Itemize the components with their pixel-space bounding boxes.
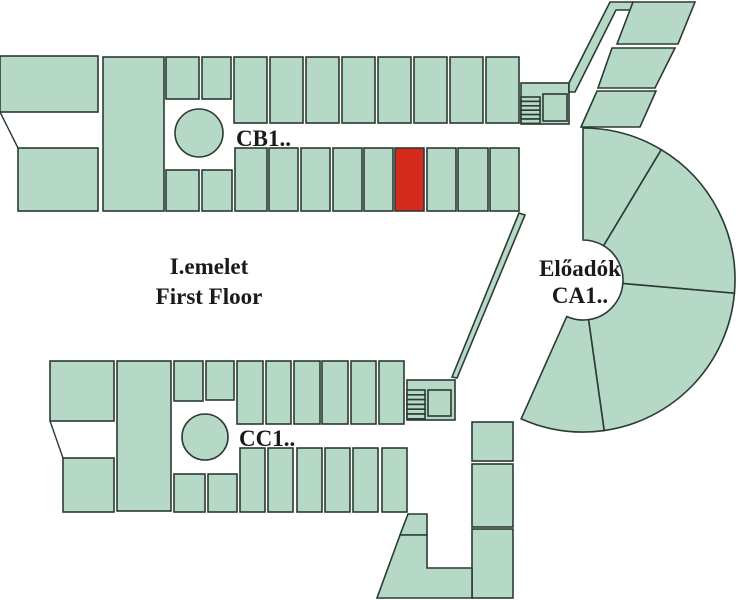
cb-bottom-8[interactable]	[457, 147, 489, 212]
stair-step[interactable]	[406, 413, 426, 420]
cb-bottom-7[interactable]	[426, 147, 457, 212]
cc-room-small-2[interactable]	[205, 360, 235, 401]
cb-top-6[interactable]	[413, 56, 448, 124]
cb-corridor-north[interactable]	[568, 1, 634, 93]
cc-bottom-6[interactable]	[381, 447, 408, 513]
cc-top-5[interactable]	[350, 360, 377, 425]
cc-bottom-2[interactable]	[267, 447, 294, 513]
cc-room-small-1[interactable]	[173, 360, 204, 402]
floor-name-english: First Floor	[156, 284, 263, 309]
cb-top-7[interactable]	[449, 56, 484, 124]
cb-bottom-5[interactable]	[363, 147, 394, 212]
cb-room-small-3[interactable]	[165, 169, 200, 212]
floor-name-hungarian: I.emelet	[170, 254, 249, 279]
wing-label-cb1: CB1..	[236, 126, 291, 151]
se-room-small[interactable]	[398, 513, 428, 536]
cc-bottom-4[interactable]	[324, 447, 351, 513]
wing-label-cc1: CC1..	[239, 426, 295, 451]
wing-label-ca1: CA1..	[552, 283, 608, 308]
se-room-2[interactable]	[471, 463, 514, 528]
ca-lecture-hall-4[interactable]	[520, 315, 606, 433]
cb-room-west-bottom[interactable]	[17, 147, 99, 212]
cc-top-1[interactable]	[236, 360, 264, 425]
cb-room-west-top[interactable]	[0, 55, 99, 113]
ca-north-room-2[interactable]	[596, 47, 677, 89]
cb-west-wall	[0, 111, 19, 149]
cb-bottom-9[interactable]	[489, 147, 520, 212]
cb-room-hall[interactable]	[102, 56, 165, 212]
ca-lecture-hall-2[interactable]	[602, 148, 736, 295]
cb-room-small-4[interactable]	[201, 169, 233, 212]
cc-bottom-3[interactable]	[296, 447, 323, 513]
cb-room-small-1[interactable]	[165, 56, 200, 100]
cc-bottom-5[interactable]	[352, 447, 379, 513]
cb-atrium-circle[interactable]	[174, 108, 224, 158]
ca-north-room-1[interactable]	[615, 1, 697, 45]
cb-top-4[interactable]	[341, 56, 376, 124]
cc-west-wall	[49, 420, 64, 459]
cb-bottom-1[interactable]	[234, 147, 268, 212]
ca-north-room-3[interactable]	[579, 90, 658, 128]
cc-bottom-1[interactable]	[239, 447, 266, 513]
stair-step[interactable]	[520, 118, 541, 125]
cc-room-west-bottom[interactable]	[62, 457, 115, 513]
connector-corridor[interactable]	[450, 212, 527, 379]
cb-top-1[interactable]	[233, 56, 268, 124]
cc-room-west-top[interactable]	[49, 360, 115, 422]
cb-bottom-3[interactable]	[300, 147, 331, 212]
wing-label-eloadok: Előadók	[539, 256, 621, 281]
cc-top-4[interactable]	[321, 360, 349, 425]
cc-top-3[interactable]	[293, 360, 321, 425]
se-room-lobby[interactable]	[375, 534, 473, 599]
cc-top-2[interactable]	[265, 360, 292, 425]
cb-top-8[interactable]	[485, 56, 520, 124]
cb-room-small-2[interactable]	[201, 56, 232, 100]
cb-stair-landing[interactable]	[542, 93, 568, 122]
cc-atrium-circle[interactable]	[181, 413, 229, 461]
cc-room-small-4[interactable]	[207, 473, 238, 513]
cb-bottom-2[interactable]	[268, 147, 299, 212]
highlighted-room[interactable]	[394, 147, 425, 212]
ca-lecture-hall-3[interactable]	[587, 282, 736, 432]
cc-room-hall[interactable]	[116, 360, 172, 512]
cc-room-small-3[interactable]	[173, 473, 206, 513]
cb-top-5[interactable]	[377, 56, 412, 124]
cb-bottom-4[interactable]	[332, 147, 363, 212]
se-room-1[interactable]	[471, 421, 514, 462]
cc-stair-landing[interactable]	[427, 389, 452, 417]
cb-top-3[interactable]	[305, 56, 340, 124]
cb-top-2[interactable]	[269, 56, 304, 124]
se-room-3[interactable]	[471, 528, 514, 599]
cc-top-6[interactable]	[378, 360, 405, 425]
